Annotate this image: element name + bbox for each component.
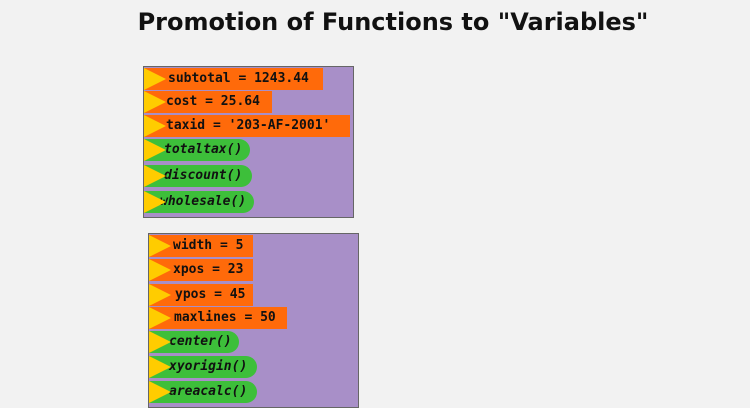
connector-tab-icon	[149, 259, 171, 281]
function-block: center()	[149, 331, 239, 353]
connector-tab-icon	[144, 165, 166, 187]
connector-tab-icon	[144, 139, 166, 161]
connector-tab-icon	[144, 115, 166, 137]
variable-block: ypos = 45	[149, 284, 253, 306]
variable-block: subtotal = 1243.44	[144, 68, 323, 90]
diagram-title: Promotion of Functions to "Variables"	[137, 8, 649, 36]
variable-block: width = 5	[149, 235, 253, 257]
connector-tab-icon	[144, 191, 166, 213]
connector-tab-icon	[149, 381, 171, 403]
function-block: discount()	[144, 165, 252, 187]
variable-block: maxlines = 50	[149, 307, 287, 329]
object-panel-1: subtotal = 1243.44 cost = 25.64 taxid = …	[143, 66, 354, 218]
connector-tab-icon	[149, 331, 171, 353]
function-block: xyorigin()	[149, 356, 257, 378]
variable-block: xpos = 23	[149, 259, 253, 281]
object-panel-2: width = 5 xpos = 23 ypos = 45 maxlines =…	[148, 233, 359, 408]
function-block: wholesale()	[144, 191, 254, 213]
variable-block: cost = 25.64	[144, 91, 272, 113]
connector-tab-icon	[149, 356, 171, 378]
connector-tab-icon	[149, 235, 171, 257]
connector-tab-icon	[144, 68, 166, 90]
connector-tab-icon	[144, 91, 166, 113]
variable-block: taxid = '203-AF-2001'	[144, 115, 350, 137]
function-block: totaltax()	[144, 139, 250, 161]
function-block: areacalc()	[149, 381, 257, 403]
connector-tab-icon	[149, 284, 171, 306]
connector-tab-icon	[149, 307, 171, 329]
